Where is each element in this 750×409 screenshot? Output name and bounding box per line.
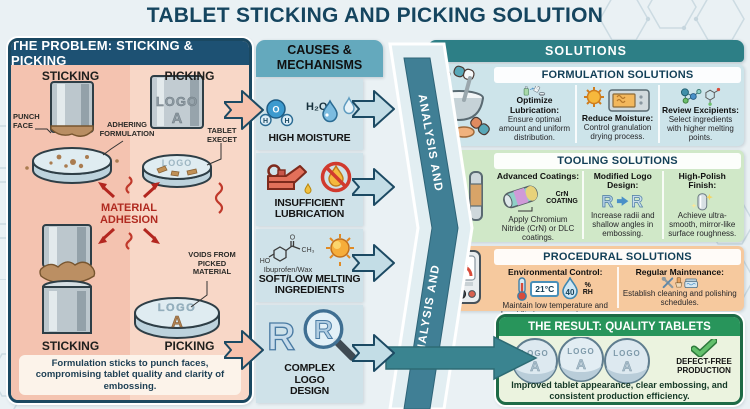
cause-insufficient-lubrication: INSUFFICIENT LUBRICATION bbox=[256, 153, 363, 226]
lubricant-pour-icon bbox=[523, 86, 545, 97]
tooling-item-polish: High-Polish Finish: Achieve ultra-smooth… bbox=[661, 171, 742, 239]
polished-punch-icon bbox=[691, 192, 714, 211]
arrow-problem-bottom bbox=[224, 330, 264, 370]
logo-magnifier-icon: R R bbox=[266, 309, 356, 361]
result-panel: THE RESULT: QUALITY TABLETS LOGO A LOGO … bbox=[496, 314, 743, 405]
gauge-icon bbox=[428, 246, 494, 311]
svg-text:LOGO: LOGO bbox=[162, 158, 193, 168]
svg-text:A: A bbox=[171, 314, 183, 331]
tooling-section: TOOLING SOLUTIONS Advanced Coatings: CrN bbox=[428, 150, 744, 242]
svg-text:H₂O: H₂O bbox=[306, 101, 328, 113]
svg-text:O: O bbox=[289, 234, 295, 241]
tooling-header: TOOLING SOLUTIONS bbox=[494, 153, 741, 169]
tooling-item-coatings: Advanced Coatings: CrN COATING Apply Chr… bbox=[496, 171, 580, 243]
svg-text:A: A bbox=[172, 110, 183, 127]
svg-text:H: H bbox=[284, 118, 289, 125]
procedural-section: PROCEDURAL SOLUTIONS Environmental Contr… bbox=[428, 246, 744, 319]
crn-coating-label: CrN COATING bbox=[546, 190, 578, 206]
cause-soft-melting: O CH₃ HO Ibuprofen/Wax SOFT/LOW MELTING … bbox=[256, 229, 363, 302]
tooling-item-logo-design: Modified Logo Design: R R Increase radii… bbox=[582, 171, 662, 239]
molecules-icon bbox=[680, 87, 720, 106]
arrow-high-moisture bbox=[352, 90, 395, 128]
svg-text:H: H bbox=[262, 118, 267, 125]
svg-text:A: A bbox=[530, 358, 540, 374]
arrow-problem-top bbox=[224, 90, 264, 130]
sticking-label-top: STICKING bbox=[41, 69, 100, 83]
chemical-structure-sun-icon: O CH₃ HO Ibuprofen/Wax bbox=[260, 233, 354, 274]
temperature-chip: 21°C bbox=[530, 281, 560, 298]
result-caption: Improved tablet appearance, clear emboss… bbox=[511, 380, 728, 401]
problem-caption: Formulation sticks to punch faces, compr… bbox=[19, 354, 241, 395]
svg-text:R: R bbox=[314, 315, 333, 345]
picking-label-top: PICKING bbox=[164, 69, 215, 83]
coated-punch-icon bbox=[503, 185, 538, 212]
cause-complex-logo: R R COMPLEX LOGO DESIGN bbox=[256, 305, 363, 403]
formulation-item-moisture: Reduce Moisture: Control granulation dry… bbox=[575, 85, 658, 143]
formulation-item-lubrication: Optimize Lubrication: Ensure optimal amo… bbox=[494, 85, 575, 143]
svg-text:40: 40 bbox=[566, 288, 575, 297]
svg-text:HO: HO bbox=[260, 258, 271, 265]
svg-text:A: A bbox=[622, 358, 632, 374]
svg-text:CH₃: CH₃ bbox=[301, 247, 314, 254]
formulation-item-excipients: Review Excipients: Select ingredients wi… bbox=[658, 85, 741, 143]
picking-label-bottom: PICKING bbox=[164, 339, 215, 353]
punch-face-label: PUNCH FACE bbox=[13, 112, 40, 130]
procedural-item-environment: Environmental Control: 21°C 40 % RH Main… bbox=[501, 267, 609, 319]
svg-text:Ibuprofen/Wax: Ibuprofen/Wax bbox=[263, 265, 312, 274]
punch-tools-icon bbox=[428, 150, 494, 242]
sun-dryer-icon bbox=[583, 87, 650, 112]
page-title: TABLET STICKING AND PICKING SOLUTION bbox=[146, 4, 604, 27]
formulation-section: FORMULATION SOLUTIONS Optimize Lubricati… bbox=[428, 64, 744, 146]
defect-free-badge: DEFECT-FREE PRODUCTION bbox=[671, 339, 737, 375]
problem-panel: THE PROBLEM: STICKING & PICKING LOGO A bbox=[8, 38, 252, 403]
svg-text:R: R bbox=[267, 315, 295, 358]
svg-text:LOGO: LOGO bbox=[158, 302, 196, 314]
procedural-item-maintenance: Regular Maintenance: Establish cleaning … bbox=[616, 267, 742, 308]
svg-text:LOGO: LOGO bbox=[613, 349, 641, 358]
svg-text:LOGO: LOGO bbox=[156, 94, 198, 109]
water-molecule-icon: O H H H₂O bbox=[259, 96, 355, 127]
svg-text:A: A bbox=[576, 356, 586, 372]
svg-text:LOGO: LOGO bbox=[521, 349, 549, 358]
arrow-lubrication bbox=[352, 168, 395, 206]
quality-tablets-icon: LOGO A LOGO A LOGO A bbox=[512, 337, 650, 384]
arrow-melting bbox=[352, 244, 395, 282]
cleaning-tools-icon bbox=[661, 277, 698, 289]
checkmark-icon bbox=[691, 339, 717, 357]
formulation-header: FORMULATION SOLUTIONS bbox=[494, 67, 741, 83]
solutions-header: SOLUTIONS bbox=[428, 40, 744, 62]
adhering-formulation-label: ADHERING FORMULATION bbox=[99, 120, 155, 138]
humidity-unit-label: % RH bbox=[582, 281, 593, 297]
svg-text:LOGO: LOGO bbox=[567, 347, 595, 356]
svg-text:O: O bbox=[272, 105, 279, 115]
svg-text:R: R bbox=[601, 193, 613, 211]
problem-illustration: LOGO A LOGO bbox=[25, 75, 224, 339]
arrow-logo-design bbox=[352, 334, 395, 372]
mortar-capsules-icon bbox=[428, 64, 494, 146]
problem-header: THE PROBLEM: STICKING & PICKING bbox=[11, 41, 249, 68]
logo-redesign-icon: R R bbox=[601, 193, 643, 211]
voids-label: VOIDS FROM PICKED MATERIAL bbox=[188, 250, 236, 277]
tablet-execet-label: TABLET EXECET bbox=[206, 126, 237, 144]
svg-text:R: R bbox=[631, 193, 643, 211]
oil-can-no-drop-icon bbox=[266, 161, 351, 194]
result-header: THE RESULT: QUALITY TABLETS bbox=[499, 317, 740, 336]
sticking-label-bottom: STICKING bbox=[41, 339, 100, 353]
cause-high-moisture: O H H H₂O HIGH MOISTURE bbox=[256, 79, 363, 150]
result-arrow bbox=[385, 335, 538, 381]
causes-header: CAUSES & MECHANISMS bbox=[256, 40, 383, 77]
thermometer-humidity-icon: 21°C 40 % RH bbox=[516, 277, 594, 302]
procedural-header: PROCEDURAL SOLUTIONS bbox=[494, 249, 741, 265]
material-adhesion-label: MATERIAL ADHESION bbox=[99, 202, 159, 226]
